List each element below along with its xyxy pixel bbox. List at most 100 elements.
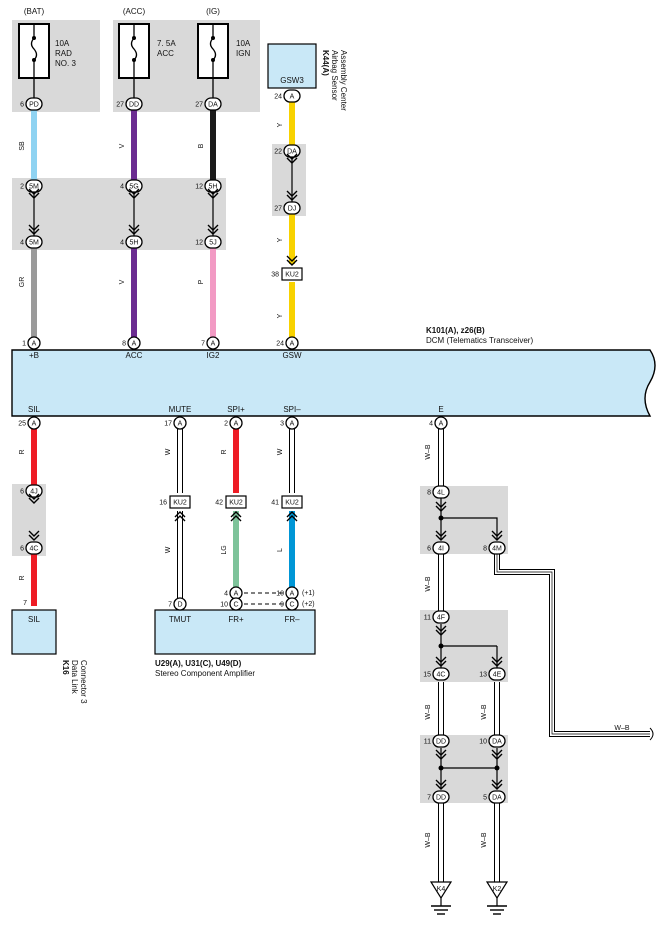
sil-bot-pill (25, 541, 43, 555)
e1-bl-conn: 4I (438, 546, 444, 553)
ku2-1-conn: KU2 (229, 500, 243, 507)
wire-label-e-a: W–B (425, 444, 432, 460)
dcm-bot-1-pill (173, 416, 187, 430)
wire-e-branch (494, 554, 650, 737)
amp-pin-2-pin: 10 (220, 602, 228, 609)
gsw-top-pin: 22 (274, 149, 282, 156)
dcm-code: K101(A), z26(B) (426, 326, 485, 335)
e3-arrow-tr (491, 749, 503, 760)
dcm-top-2-conn: A (211, 341, 216, 348)
dcm-bot-2-pin: 2 (224, 421, 228, 428)
wire-label-spim-b: L (277, 548, 284, 552)
dcm-name: DCM (Telematics Transceiver) (426, 336, 533, 345)
wire-label-e-d2: W–B (481, 832, 488, 848)
fuse-acc (118, 23, 150, 79)
fuse-2-pill (204, 97, 222, 111)
amp-pin-0-conn: D (177, 602, 182, 609)
airbag-terminal: GSW3 (280, 76, 304, 85)
dlc-name-2: Connector 3 (79, 660, 88, 704)
ku2-2-conn: KU2 (285, 500, 299, 507)
amp-code: U29(A), U31(C), U49(D) (155, 659, 242, 668)
amp-pin-2-pill (229, 597, 243, 611)
airbag-conn: A (290, 94, 295, 101)
j1-bot-0-pin: 4 (20, 240, 24, 247)
e3-br-conn: DA (492, 795, 502, 802)
gsw-inline-chevron (286, 255, 298, 266)
wire-label-e-branch: W–B (614, 725, 630, 732)
e1-top-pill (432, 485, 450, 499)
e3-bl-pin: 7 (427, 795, 431, 802)
e2-arrow-top (435, 625, 447, 636)
dcm-top-0-conn: A (32, 341, 37, 348)
sil-top-pin: 6 (20, 489, 24, 496)
j1-bot-2-pin: 12 (195, 240, 203, 247)
dcm-bot-4-conn: A (439, 421, 444, 428)
dcm-top-2-pill (206, 336, 220, 350)
ku2-2-pin: 41 (271, 500, 279, 507)
dcm-bot-2-conn: A (234, 421, 239, 428)
dcm-term-gsw: GSW (282, 351, 302, 360)
dcm-bot-0-pill (27, 416, 41, 430)
fuse-2-pin: 27 (195, 102, 203, 109)
dcm-top-3-pill (285, 336, 299, 350)
e3-bl-pill (432, 790, 450, 804)
e3-arrow-br (491, 779, 503, 790)
dcm-term-ig2: IG2 (207, 351, 220, 360)
gsw-inline-box (281, 267, 303, 281)
wire-label-acc-lower: V (119, 279, 126, 284)
dcm-top-1-pin: 8 (122, 341, 126, 348)
dcm-term-b: +B (29, 351, 39, 360)
j1-bot-1-pin: 4 (120, 240, 124, 247)
e1-arrow-br (491, 530, 503, 541)
wire-label-gsw-c: Y (277, 313, 284, 318)
e2-br-pin: 13 (479, 672, 487, 679)
amp-name: Stereo Component Amplifier (155, 669, 255, 678)
gsw-inline-pin: 38 (271, 272, 279, 279)
sil-bot-pin: 6 (20, 546, 24, 553)
j1-top-1-pill (125, 179, 143, 193)
fuse-name-bat-2: RAD (55, 49, 72, 58)
fuse-name-acc-1: 7. 5A (157, 39, 176, 48)
fuse-name-bat-3: NO. 3 (55, 59, 76, 68)
wire-label-ig-upper: B (198, 143, 205, 148)
junction-dot-e3a (438, 765, 444, 771)
j1-arrow-top-1 (128, 188, 140, 199)
amp-pin-4-pill (285, 597, 299, 611)
ku2-chevron-1 (230, 511, 242, 522)
fuse-source-ig: (IG) (206, 7, 220, 16)
airbag-code: K44(A) (321, 50, 330, 76)
ku2-chevron-2 (286, 511, 298, 522)
dcm-top-0-pin: 1 (22, 341, 26, 348)
airbag-sensor-box (267, 43, 317, 89)
dcm-top-1-pill (127, 336, 141, 350)
dlc-terminal: SIL (28, 615, 41, 624)
sil-arrow-top (28, 493, 40, 504)
j1-top-1-pin: 4 (120, 184, 124, 191)
amp-term-tmut: TMUT (169, 615, 191, 624)
dcm-top-0-pill (27, 336, 41, 350)
fuse-0-pill (25, 97, 43, 111)
dlc-pin: 7 (23, 600, 27, 607)
airbag-name-2: Assembly Center (339, 50, 348, 111)
airbag-pin: 24 (274, 94, 282, 101)
gsw-bot-conn: DJ (288, 206, 297, 213)
dlc-name-1: Data Link (70, 660, 79, 695)
amp-pin-1-conn: A (234, 591, 239, 598)
gsw-top-conn: DA (287, 149, 297, 156)
e3-br-pill (488, 790, 506, 804)
gsw-inline-conn: KU2 (285, 272, 299, 279)
sil-top-conn: 4J (30, 489, 37, 496)
airbag-name-1: Airbag Sensor (330, 50, 339, 101)
dcm-bot-3-pin: 3 (280, 421, 284, 428)
dcm-top-2-pin: 7 (201, 341, 205, 348)
e3-tr-pin: 10 (479, 739, 487, 746)
wire-label-e-c1: W–B (425, 704, 432, 720)
dcm-top-1-conn: A (132, 341, 137, 348)
fuse-name-ig-2: IGN (236, 49, 250, 58)
fuse-name-acc-2: ACC (157, 49, 174, 58)
dcm-bot-3-conn: A (290, 421, 295, 428)
j1-arrow-bot-1 (128, 224, 140, 235)
gsw-top-pill (283, 144, 301, 158)
e3-tl-pill (432, 734, 450, 748)
